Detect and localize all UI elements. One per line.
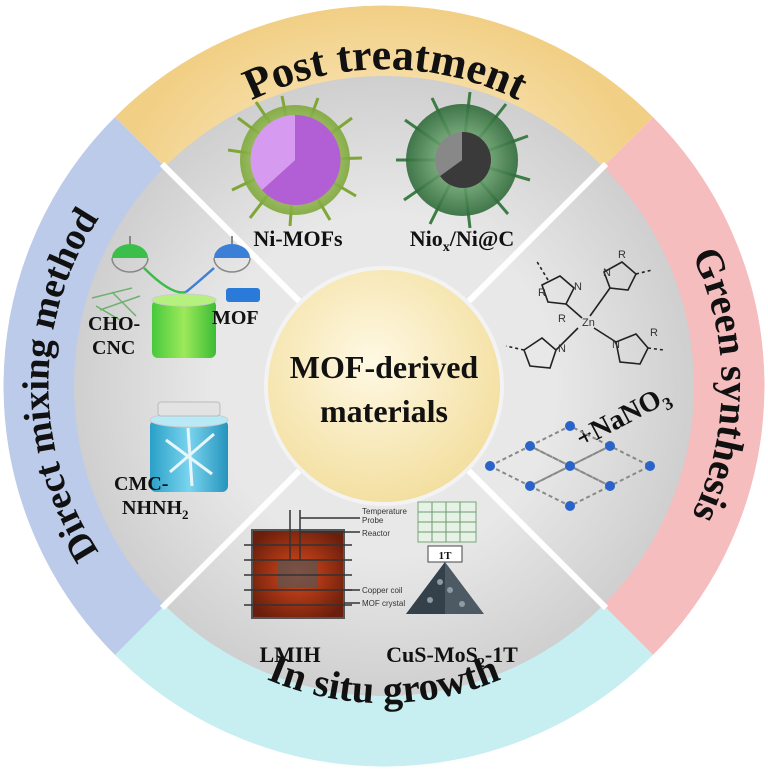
cho-cnc-flask [111, 236, 149, 273]
cho-label-line2: CNC [92, 337, 135, 359]
zif-molecule [505, 259, 665, 369]
svg-text:Temperature: Temperature [362, 507, 407, 516]
cho-label-line1: CHO- [88, 313, 140, 335]
lmih-reactor [244, 510, 360, 619]
cnc-fibers [91, 287, 141, 321]
svg-text:MOF crystal: MOF crystal [362, 599, 405, 608]
svg-text:R: R [538, 287, 546, 299]
svg-text:N: N [558, 343, 566, 355]
svg-text:R: R [558, 313, 566, 325]
svg-text:N: N [603, 267, 611, 279]
lmih-annotations: Temperature Probe Reactor Copper coil MO… [362, 507, 407, 608]
niox-particle [396, 91, 531, 229]
mof-label: MOF [212, 307, 259, 329]
lmih-label: LMIH [259, 642, 320, 667]
mof-lattice [487, 424, 653, 508]
svg-text:Copper coil: Copper coil [362, 586, 403, 595]
niox-label: Niox/Ni@C [410, 226, 514, 255]
svg-text:Zn: Zn [582, 317, 595, 329]
center-title-line2: materials [320, 393, 448, 429]
svg-text:Reactor: Reactor [362, 529, 390, 538]
tag-1t: 1T [439, 550, 453, 562]
zif-atom-labels: N N N N Zn R R R R [538, 249, 658, 355]
svg-text:R: R [618, 249, 626, 261]
cmc-label-line1: CMC- [114, 473, 168, 495]
mof-flask [213, 236, 260, 302]
center-circle [264, 266, 504, 506]
cmc-beaker [149, 401, 229, 492]
svg-text:Probe: Probe [362, 516, 384, 525]
mixing-arrows [143, 267, 215, 294]
cmc-label-line2: NHNH2 [122, 497, 189, 522]
mof-lattice-nodes [485, 421, 655, 511]
svg-text:N: N [574, 281, 582, 293]
cus-mos2-label: CuS-MoS2-1T [386, 642, 518, 671]
ni-mofs-particle [227, 95, 363, 227]
cus-mos2-structure [406, 501, 484, 614]
svg-text:R: R [650, 327, 658, 339]
center-title-line1: MOF-derived [290, 349, 479, 385]
ni-mofs-label: Ni-MOFs [253, 226, 343, 251]
green-beaker [151, 293, 217, 358]
svg-text:N: N [612, 339, 620, 351]
dividers [159, 161, 609, 611]
